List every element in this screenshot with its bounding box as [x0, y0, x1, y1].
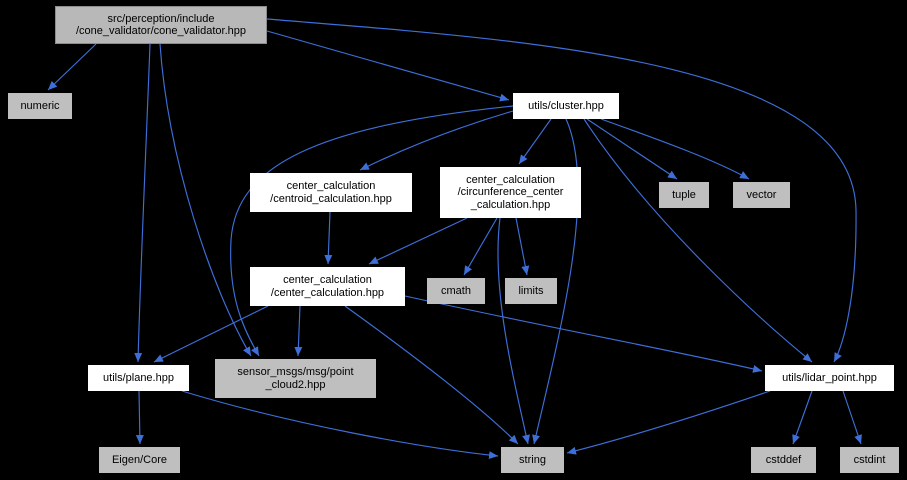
graph-node-eigen_core: Eigen/Core	[99, 447, 180, 473]
graph-node-vector: vector	[733, 182, 790, 208]
graph-node-tuple: tuple	[659, 182, 709, 208]
include-edge-cluster-to-centroid_calculation	[359, 110, 514, 171]
graph-node-limits: limits	[505, 278, 557, 304]
include-edge-circunference_center_calculation-to-center_calculation	[368, 217, 468, 265]
graph-node-label: limits	[518, 284, 544, 297]
include-edge-circunference_center_calculation-to-string	[497, 217, 530, 445]
include-edge-lidar_point-to-cstdint	[842, 390, 862, 445]
include-edge-cone_validator-to-numeric	[47, 43, 97, 91]
graph-node-cmath: cmath	[427, 278, 485, 304]
graph-node-label: center_calculation /center_calculation.h…	[270, 274, 385, 299]
graph-node-cstdint: cstdint	[840, 447, 899, 473]
graph-node-label: utils/plane.hpp	[103, 371, 174, 384]
include-edge-center_calculation-to-plane	[153, 305, 269, 363]
graph-node-lidar_point[interactable]: utils/lidar_point.hpp	[765, 365, 894, 391]
graph-node-point_cloud2: sensor_msgs/msg/point _cloud2.hpp	[215, 359, 376, 398]
include-edge-cone_validator-to-plane	[134, 43, 151, 363]
graph-node-label: string	[519, 453, 546, 466]
graph-node-label: Eigen/Core	[111, 453, 168, 466]
include-edge-cluster-to-circunference_center_calculation	[518, 118, 552, 165]
include-edge-lidar_point-to-string	[566, 390, 771, 455]
include-edge-lidar_point-to-cstddef	[792, 390, 813, 445]
include-edge-circunference_center_calculation-to-cmath	[463, 217, 498, 276]
include-edge-center_calculation-to-lidar_point	[404, 295, 763, 373]
include-edge-center_calculation-to-string	[344, 305, 519, 445]
graph-node-label: utils/lidar_point.hpp	[782, 371, 877, 384]
graph-node-label: center_calculation /circunference_center…	[457, 173, 564, 211]
graph-node-circunference_center_calculation[interactable]: center_calculation /circunference_center…	[440, 167, 581, 218]
graph-node-label: numeric	[20, 99, 60, 112]
graph-node-center_calculation[interactable]: center_calculation /center_calculation.h…	[250, 267, 405, 306]
graph-node-label: cstddef	[765, 453, 802, 466]
include-edge-cluster-to-vector	[600, 118, 750, 180]
graph-node-label: center_calculation /centroid_calculation…	[270, 180, 392, 205]
graph-node-centroid_calculation[interactable]: center_calculation /centroid_calculation…	[250, 173, 412, 212]
include-edge-center_calculation-to-point_cloud2	[294, 305, 303, 357]
graph-node-cstddef: cstddef	[751, 447, 816, 473]
graph-node-label: vector	[746, 188, 777, 201]
graph-node-label: cmath	[441, 284, 471, 297]
include-edge-plane-to-eigen_core	[135, 390, 144, 445]
graph-node-label: sensor_msgs/msg/point _cloud2.hpp	[237, 366, 354, 391]
include-edge-cone_validator-to-point_cloud2	[159, 43, 252, 357]
include-edge-centroid_calculation-to-center_calculation	[324, 211, 333, 265]
include-edge-cone_validator-to-cluster	[266, 30, 510, 102]
graph-node-label: tuple	[672, 188, 696, 201]
graph-node-cone_validator: src/perception/include /cone_validator/c…	[55, 6, 267, 44]
graph-node-label: src/perception/include /cone_validator/c…	[75, 12, 246, 38]
include-edge-plane-to-string	[181, 390, 499, 460]
include-edge-cluster-to-string	[532, 118, 579, 445]
graph-node-cluster[interactable]: utils/cluster.hpp	[513, 93, 619, 119]
graph-node-numeric: numeric	[8, 93, 72, 119]
graph-node-label: utils/cluster.hpp	[528, 99, 604, 112]
include-edge-cluster-to-lidar_point	[583, 118, 813, 363]
graph-node-label: cstdint	[853, 453, 886, 466]
graph-node-plane[interactable]: utils/plane.hpp	[88, 365, 189, 391]
graph-node-string: string	[501, 447, 564, 473]
include-edge-circunference_center_calculation-to-limits	[515, 217, 530, 276]
include-edge-cone_validator-to-lidar_point	[266, 18, 857, 363]
include-edge-cluster-to-tuple	[586, 118, 678, 180]
